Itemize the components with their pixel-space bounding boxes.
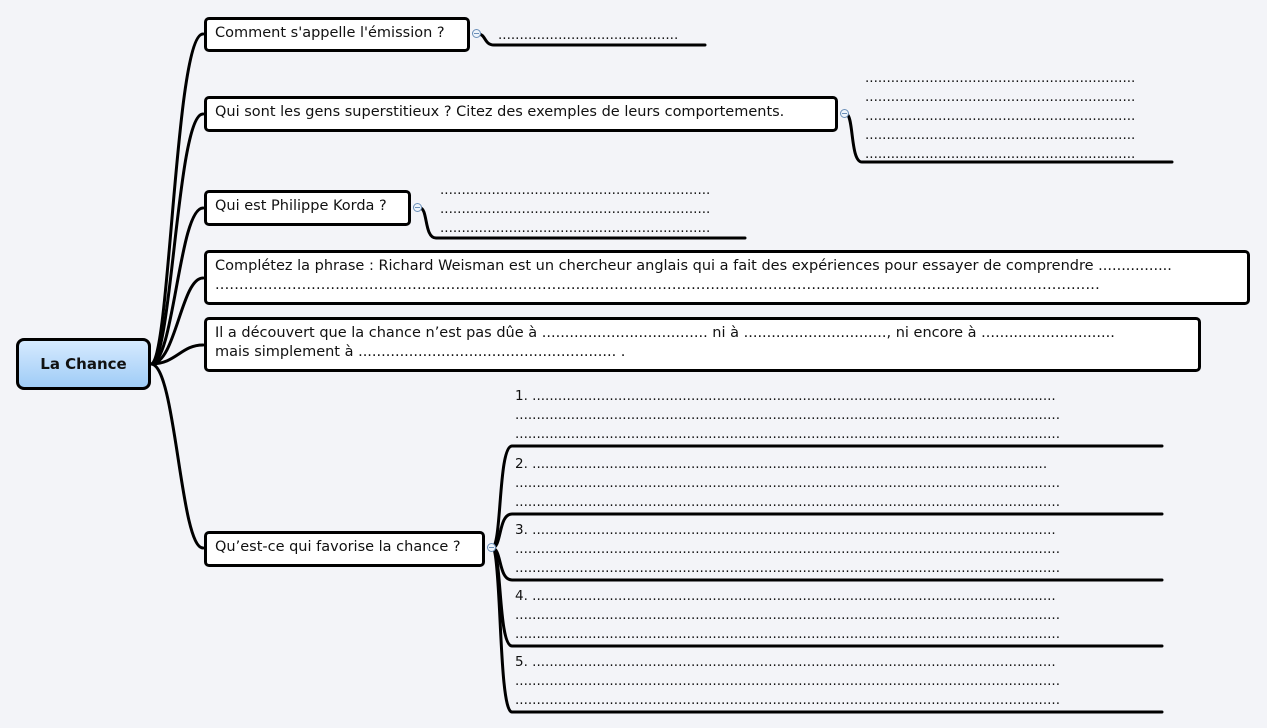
question-label: Comment s'appelle l'émission ? xyxy=(215,25,445,41)
connector-a3 xyxy=(418,206,747,240)
root-label: La Chance xyxy=(40,355,127,373)
question-label: Qu’est-ce qui favorise la chance ? xyxy=(215,539,461,555)
answer-line: ........................................… xyxy=(865,146,1136,162)
answer-line: ........................................… xyxy=(515,494,1060,510)
answer-line: ........................................… xyxy=(440,201,711,217)
connector-a6-1 xyxy=(490,444,1164,550)
answer-line: ........................................… xyxy=(515,673,1060,689)
answer-line: 2. .....................................… xyxy=(515,456,1048,472)
answer-line: ........................................… xyxy=(865,89,1136,105)
connector-q1 xyxy=(149,32,205,366)
question-node-weisman[interactable]: Complétez la phrase : Richard Weisman es… xyxy=(204,250,1250,305)
answer-lines-q3[interactable]: ........................................… xyxy=(440,181,742,238)
answer-line: ........................................… xyxy=(515,692,1060,708)
collapse-toggle-icon[interactable] xyxy=(472,29,481,38)
collapse-toggle-icon[interactable] xyxy=(840,109,849,118)
answer-line: ........................................… xyxy=(515,626,1060,642)
answer-line: ........................................… xyxy=(515,407,1060,423)
question-label-line1: Complétez la phrase : Richard Weisman es… xyxy=(215,258,1172,274)
answer-line: ........................................… xyxy=(440,182,711,198)
root-node[interactable]: La Chance xyxy=(16,338,151,390)
connector-q2 xyxy=(149,112,205,366)
question-node-korda[interactable]: Qui est Philippe Korda ? xyxy=(204,190,411,226)
question-node-favorise[interactable]: Qu’est-ce qui favorise la chance ? xyxy=(204,531,485,567)
connector-q6 xyxy=(149,362,205,550)
question-node-superstitieux[interactable]: Qui sont les gens superstitieux ? Citez … xyxy=(204,96,838,132)
answer-line: ........................................… xyxy=(865,70,1136,86)
question-label: Qui est Philippe Korda ? xyxy=(215,198,387,214)
answer-line: ........................................… xyxy=(865,108,1136,124)
answer-group-2[interactable]: 2. .....................................… xyxy=(515,455,1157,512)
answer-group-5[interactable]: 5. .....................................… xyxy=(515,653,1157,710)
connector-q4 xyxy=(149,276,205,366)
answer-group-1[interactable]: 1. .....................................… xyxy=(515,387,1157,444)
question-label-line2: mais simplement à ......................… xyxy=(215,344,626,360)
answer-line: ........................................… xyxy=(515,607,1060,623)
answer-group-3[interactable]: 3. .....................................… xyxy=(515,521,1157,578)
answer-line: ........................................… xyxy=(515,560,1060,576)
answer-lines-q2[interactable]: ........................................… xyxy=(865,69,1170,164)
connector-a6-5 xyxy=(490,546,1164,714)
answer-line: 3. .....................................… xyxy=(515,522,1056,538)
connector-q3 xyxy=(149,206,205,366)
answer-group-4[interactable]: 4. .....................................… xyxy=(515,587,1157,644)
answer-line: ........................................… xyxy=(515,475,1060,491)
answer-lines-q1[interactable]: ........................................… xyxy=(498,26,708,45)
answer-line: ........................................… xyxy=(498,27,679,43)
question-label: Qui sont les gens superstitieux ? Citez … xyxy=(215,104,785,120)
answer-line: 4. .....................................… xyxy=(515,588,1056,604)
answer-line: ........................................… xyxy=(515,541,1060,557)
answer-line: ........................................… xyxy=(515,426,1060,442)
question-node-emission[interactable]: Comment s'appelle l'émission ? xyxy=(204,17,470,52)
question-label-line1: Il a découvert que la chance n’est pas d… xyxy=(215,325,1115,341)
collapse-toggle-icon[interactable] xyxy=(413,203,422,212)
question-label-line2: ........................................… xyxy=(215,277,1100,293)
answer-line: ........................................… xyxy=(440,220,711,236)
answer-line: 5. .....................................… xyxy=(515,654,1056,670)
collapse-toggle-icon[interactable] xyxy=(487,543,496,552)
question-node-decouvert[interactable]: Il a découvert que la chance n’est pas d… xyxy=(204,317,1201,372)
answer-line: 1. .....................................… xyxy=(515,388,1056,404)
connector-q5 xyxy=(149,343,205,366)
answer-line: ........................................… xyxy=(865,127,1136,143)
